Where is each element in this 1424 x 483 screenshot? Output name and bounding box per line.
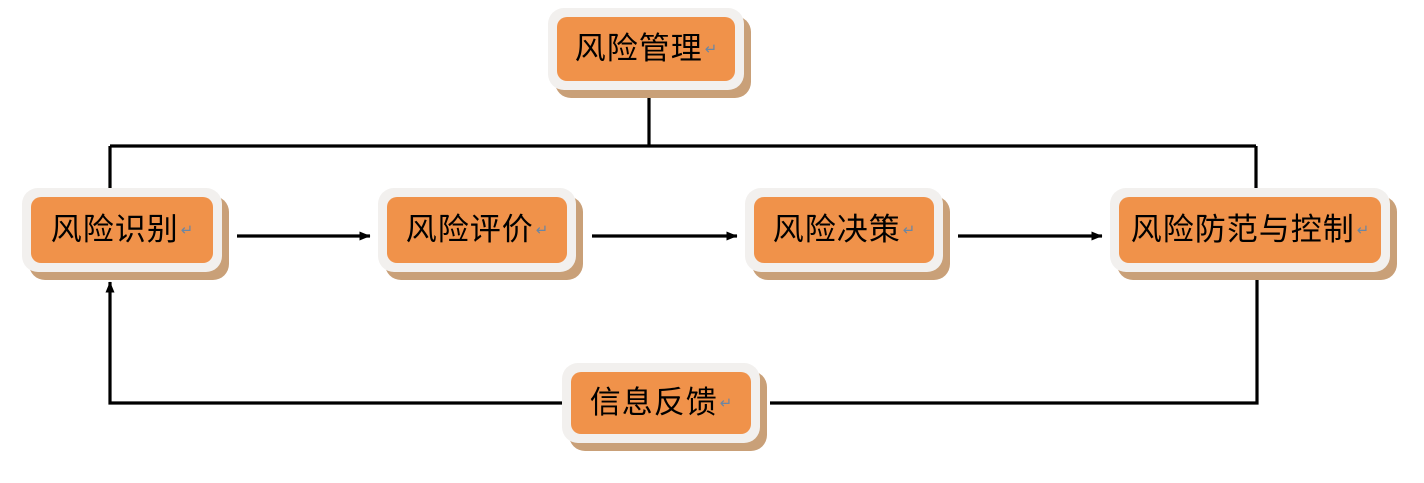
node-risk-identification-label: 风险识别 <box>50 211 179 248</box>
node-risk-prevention-and-control[interactable]: 风险防范与控制↵ <box>1110 188 1390 272</box>
node-risk-decision-label: 风险决策 <box>772 211 901 248</box>
node-risk-prevention-and-control-body: 风险防范与控制↵ <box>1119 197 1381 263</box>
node-risk-management[interactable]: 风险管理↵ <box>548 8 744 90</box>
pilcrow-icon: ↵ <box>902 221 916 239</box>
node-risk-management-label: 风险管理 <box>574 30 703 67</box>
node-risk-evaluation-label: 风险评价 <box>405 211 534 248</box>
node-risk-decision[interactable]: 风险决策↵ <box>745 188 943 272</box>
node-risk-prevention-and-control-label: 风险防范与控制 <box>1130 211 1355 248</box>
node-risk-decision-body: 风险决策↵ <box>754 197 934 263</box>
node-information-feedback-body: 信息反馈↵ <box>571 372 751 434</box>
pilcrow-icon: ↵ <box>704 40 718 58</box>
node-information-feedback-label: 信息反馈 <box>589 384 718 421</box>
node-risk-evaluation[interactable]: 风险评价↵ <box>378 188 576 272</box>
node-information-feedback[interactable]: 信息反馈↵ <box>562 363 760 443</box>
connector-feedback-to-identify <box>105 281 565 405</box>
node-risk-evaluation-body: 风险评价↵ <box>387 197 567 263</box>
node-risk-identification-body: 风险识别↵ <box>31 197 213 263</box>
node-risk-management-body: 风险管理↵ <box>557 17 735 81</box>
pilcrow-icon: ↵ <box>180 221 194 239</box>
pilcrow-icon: ↵ <box>1356 221 1370 239</box>
node-risk-identification[interactable]: 风险识别↵ <box>22 188 222 272</box>
pilcrow-icon: ↵ <box>719 394 733 412</box>
connector-control-to-feedback <box>770 278 1259 405</box>
pilcrow-icon: ↵ <box>535 221 549 239</box>
